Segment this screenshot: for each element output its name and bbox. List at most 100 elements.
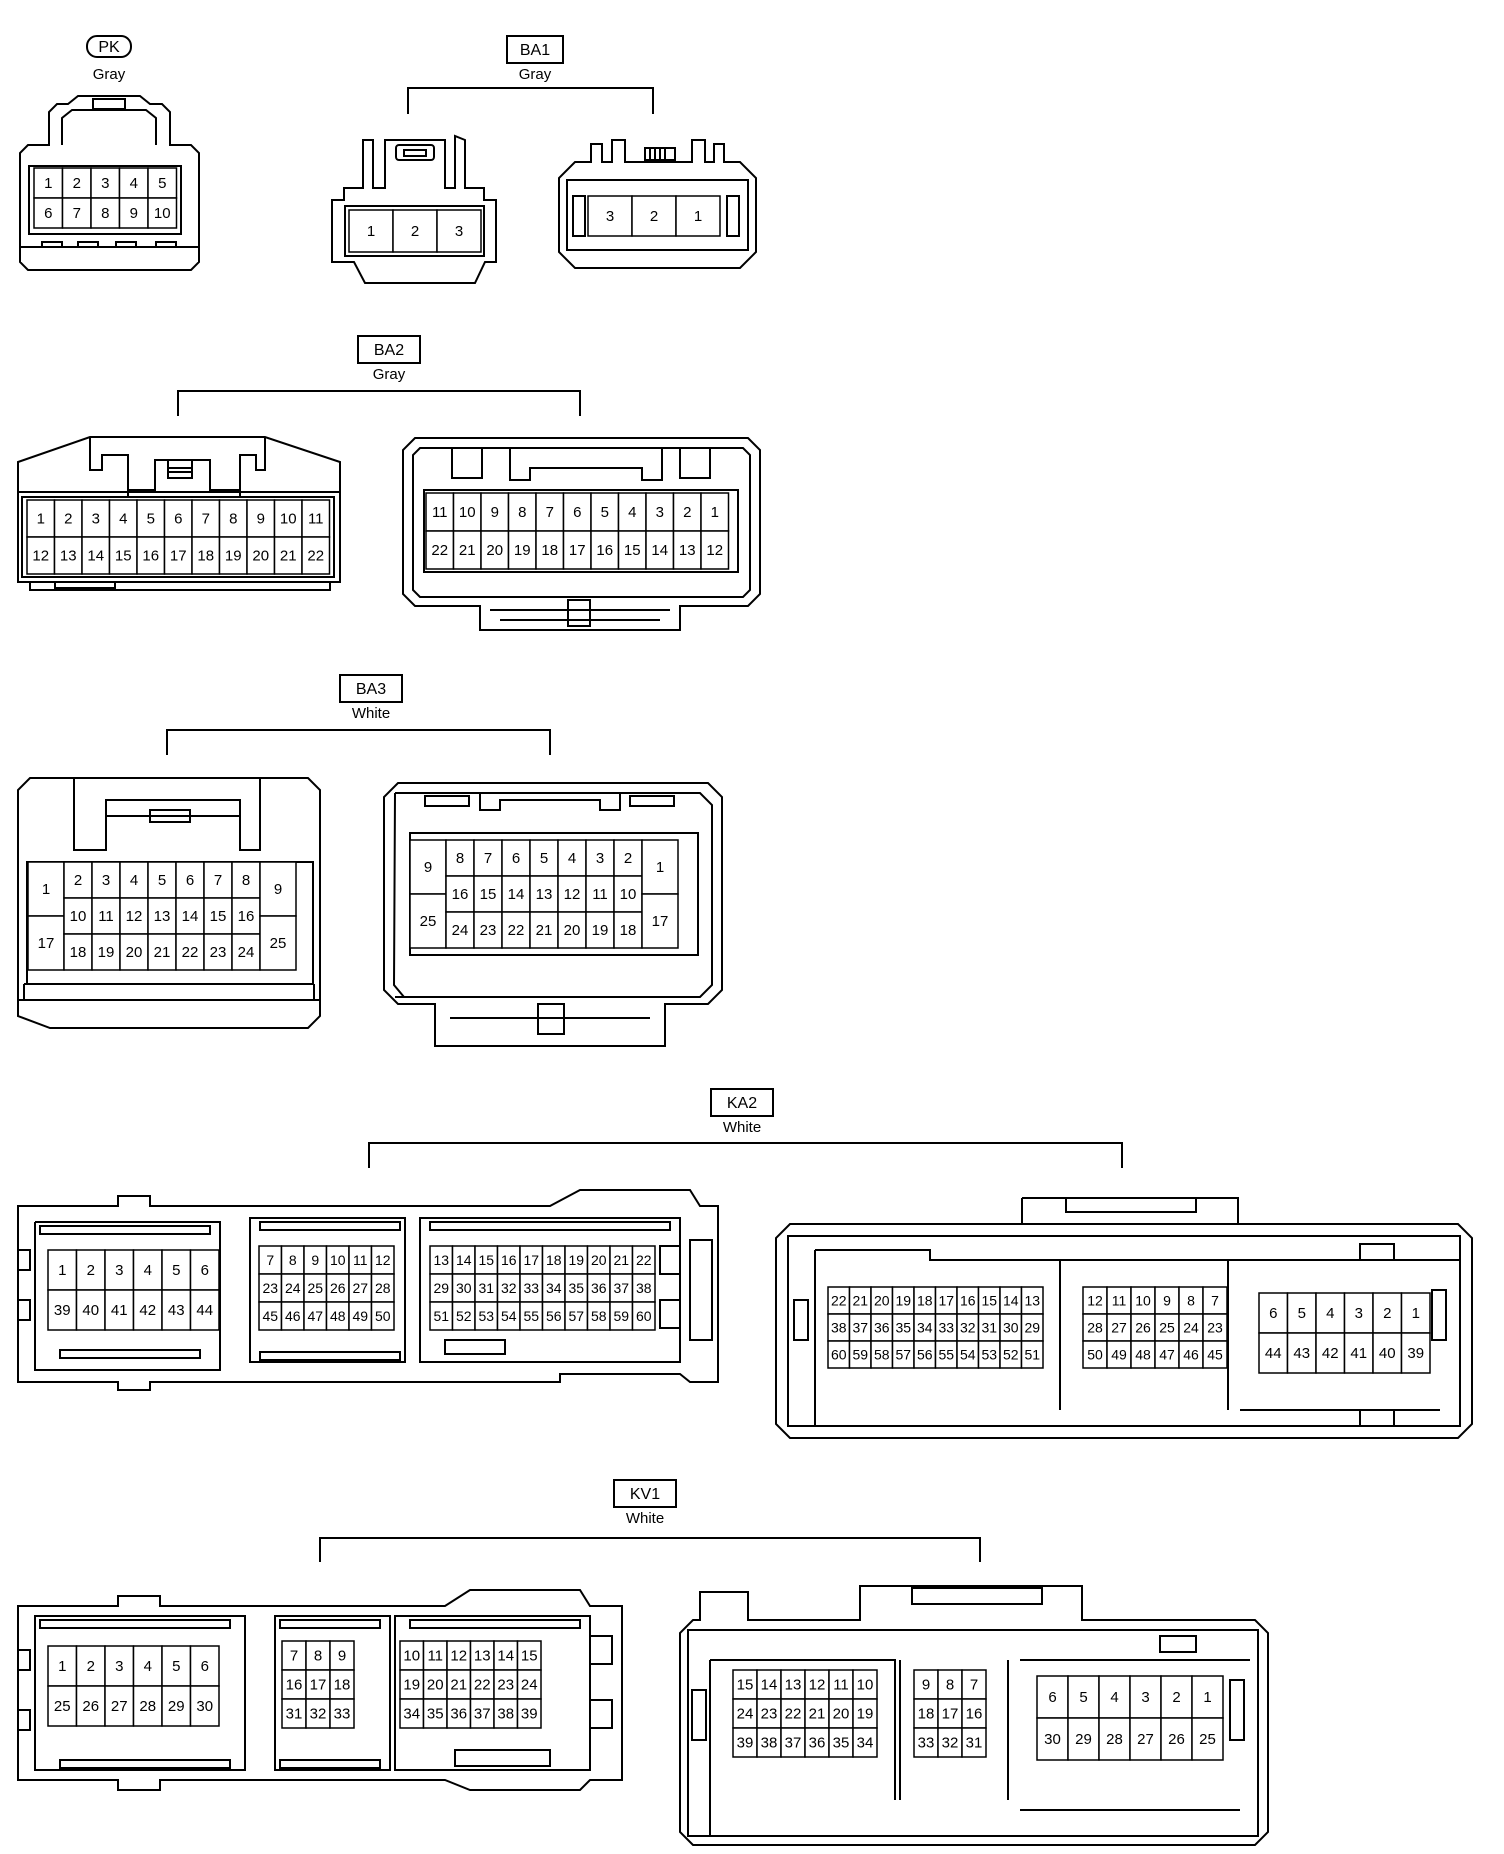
pin-number: 6 <box>573 504 581 521</box>
pin-number: 14 <box>508 886 525 903</box>
pin-cell <box>27 861 65 917</box>
connector-label-frame <box>710 1088 774 1117</box>
pin-number: 51 <box>1024 1347 1040 1363</box>
pin-number: 6 <box>174 511 182 528</box>
pin-number: 11 <box>833 1677 849 1694</box>
pin-number: 23 <box>262 1280 278 1296</box>
pin-number: 18 <box>541 542 558 559</box>
pin-cell <box>370 1301 395 1331</box>
connector-bracket <box>407 87 654 114</box>
pin-number: 21 <box>809 1706 826 1723</box>
pin-number: 8 <box>314 1648 322 1665</box>
pin-number: 25 <box>420 913 437 930</box>
pin-number: 19 <box>592 922 609 939</box>
pin-number: 17 <box>942 1706 959 1723</box>
pin-number: 16 <box>596 542 613 559</box>
pin-number: 11 <box>427 1648 443 1665</box>
pin-number: 59 <box>613 1308 629 1324</box>
pin-number: 9 <box>274 881 282 898</box>
pin-number: 42 <box>1322 1345 1339 1362</box>
pin-number: 27 <box>1111 1320 1127 1336</box>
pin-number: 2 <box>73 175 81 192</box>
pin-cell <box>613 911 643 949</box>
pin-cell <box>641 893 679 949</box>
pin-number: 14 <box>456 1252 472 1268</box>
pin-cell <box>1106 1286 1132 1315</box>
pin-number: 3 <box>455 223 463 240</box>
pin-number: 4 <box>144 1658 152 1675</box>
connector-housing <box>775 1197 1473 1439</box>
pin-number: 16 <box>501 1252 517 1268</box>
pin-cell <box>191 536 221 575</box>
pin-cell <box>436 209 482 253</box>
pin-cell <box>53 499 83 538</box>
pin-number: 7 <box>484 850 492 867</box>
pin-cell <box>161 1645 192 1687</box>
pin-cell <box>516 1698 542 1729</box>
pin-number: 17 <box>652 913 669 930</box>
pin-number: 8 <box>289 1252 297 1268</box>
pin-number: 46 <box>1183 1347 1199 1363</box>
pin-number: 26 <box>330 1280 346 1296</box>
pin-number: 2 <box>87 1262 95 1279</box>
pin-number: 2 <box>411 223 419 240</box>
pin-cell <box>104 1685 135 1727</box>
pin-number: 10 <box>154 205 171 222</box>
pin-number: 9 <box>130 205 138 222</box>
pin-number: 10 <box>1135 1293 1151 1309</box>
pin-number: 41 <box>111 1302 128 1319</box>
pin-cell <box>329 1698 355 1729</box>
pin-cell <box>452 492 482 532</box>
pin-number: 24 <box>452 922 469 939</box>
pin-number: 2 <box>1383 1305 1391 1322</box>
pin-number: 12 <box>809 1677 826 1694</box>
pin-number: 58 <box>591 1308 607 1324</box>
pin-cell <box>645 492 675 532</box>
pin-number: 3 <box>115 1658 123 1675</box>
pin-number: 26 <box>82 1698 99 1715</box>
pin-number: 5 <box>601 504 609 521</box>
pin-number: 25 <box>1159 1320 1175 1336</box>
pin-number: 1 <box>656 859 664 876</box>
pin-number: 39 <box>1407 1345 1424 1362</box>
pin-number: 19 <box>895 1293 911 1309</box>
pin-number: 18 <box>334 1677 351 1694</box>
connector-housing <box>331 134 497 284</box>
pin-number: 2 <box>87 1658 95 1675</box>
pin-cell <box>161 1685 192 1727</box>
pin-number: 24 <box>737 1706 754 1723</box>
pin-cell <box>562 492 592 532</box>
pin-number: 54 <box>501 1308 517 1324</box>
pin-cell <box>259 861 297 917</box>
pin-cell <box>329 1640 355 1671</box>
pin-number: 21 <box>154 944 171 961</box>
pin-cell <box>445 911 475 949</box>
pin-number: 1 <box>58 1658 66 1675</box>
pin-number: 12 <box>450 1648 467 1665</box>
pin-number: 33 <box>334 1706 351 1723</box>
pin-cell <box>700 530 730 570</box>
pin-number: 52 <box>1003 1347 1019 1363</box>
pin-number: 19 <box>568 1252 584 1268</box>
pin-cell <box>529 839 559 877</box>
connector-label: KA2 <box>727 1095 757 1112</box>
pin-number: 17 <box>38 935 55 952</box>
pin-number: 50 <box>375 1308 391 1324</box>
pin-cell <box>26 499 56 538</box>
pin-number: 4 <box>144 1262 152 1279</box>
pin-number: 17 <box>938 1293 954 1309</box>
pin-cell <box>301 499 331 538</box>
pin-number: 3 <box>92 511 100 528</box>
connector-label-frame <box>357 335 421 364</box>
pin-number: 3 <box>102 872 110 889</box>
pin-number: 9 <box>424 859 432 876</box>
pin-number: 20 <box>833 1706 850 1723</box>
pin-number: 9 <box>257 511 265 528</box>
pin-cell <box>961 1669 987 1700</box>
pin-number: 1 <box>44 175 52 192</box>
pin-number: 15 <box>624 542 641 559</box>
pin-number: 39 <box>54 1302 71 1319</box>
